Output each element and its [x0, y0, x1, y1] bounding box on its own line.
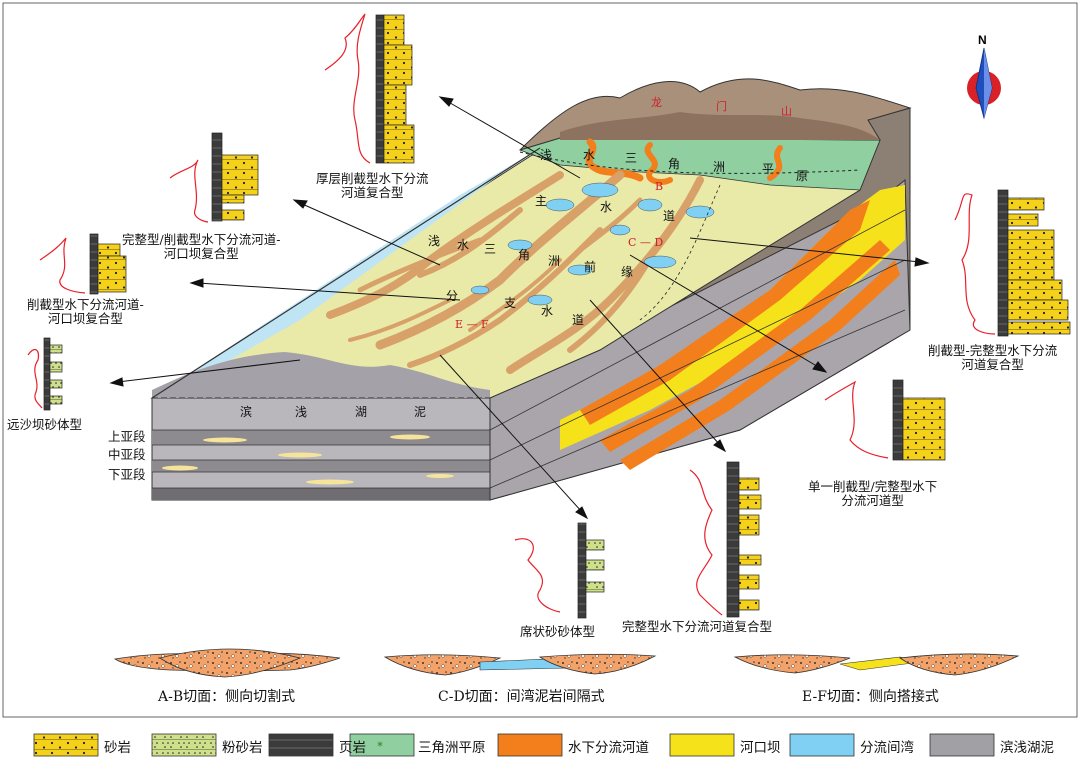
label-branch-3: 水: [541, 304, 554, 318]
legend-label-bay: 分流间湾: [860, 740, 914, 756]
log-truncated-complete: [997, 189, 1071, 337]
log-thick-truncated: [375, 14, 415, 164]
legend-swatch-bar: [669, 733, 735, 757]
north-arrow-icon: [967, 47, 1001, 120]
label-front-2: 水: [457, 238, 470, 252]
north-label: N: [978, 33, 987, 47]
log-complete-truncated: [211, 132, 259, 222]
label-mud-3: 湖: [355, 405, 368, 419]
label-plain-7: 原: [796, 169, 809, 183]
label-main-1: 主: [535, 194, 548, 208]
log-truncated-bar: [89, 233, 127, 295]
caption-section-ab: A-B切面：侧向切割式: [158, 689, 296, 705]
legend-label-siltstone: 粉砂岩: [222, 740, 263, 756]
label-mountain-3: 山: [781, 105, 792, 118]
label-branch-1: 分: [446, 289, 459, 303]
legend-swatch-mud: [929, 733, 995, 757]
label-front-3: 三: [484, 242, 497, 256]
log-single-channel: [892, 379, 946, 461]
label-complete-channel: 完整型水下分流河道复合型: [622, 619, 773, 634]
legend-label-shale: 页岩: [339, 740, 366, 756]
label-mat-sand: 席状砂砂体型: [520, 624, 596, 639]
label-point-ef: E — F: [455, 318, 489, 331]
label-front-5: 洲: [548, 254, 561, 268]
label-mud-1: 滨: [240, 405, 253, 419]
label-front-6: 前: [584, 260, 597, 274]
legend-label-sandstone: 砂岩: [104, 740, 131, 756]
legend-label-mud: 滨浅湖泥: [1000, 740, 1054, 756]
label-main-3: 道: [663, 209, 676, 223]
label-point-b: B: [655, 180, 664, 193]
label-plain-6: 平: [762, 162, 775, 176]
label-upper-member: 上亚段: [108, 429, 146, 444]
legend-swatch-channel: [497, 733, 563, 757]
label-front-1: 浅: [428, 234, 441, 248]
legend-swatch-bay: [789, 733, 855, 757]
label-main-2: 水: [600, 200, 613, 214]
legend-label-channel: 水下分流河道: [568, 740, 649, 756]
label-mud-4: 泥: [414, 405, 427, 419]
legend-swatch-delta-plain: [349, 733, 415, 757]
log-complete-channel: [726, 461, 762, 618]
legend-label-delta-plain: 三角洲平原: [418, 740, 486, 756]
label-truncated-complete: 削截型-完整型水下分流 河道复合型: [928, 343, 1058, 372]
label-plain-2: 水: [583, 148, 596, 162]
section-ab: [113, 648, 341, 678]
legend-swatch-siltstone: [151, 733, 217, 757]
label-plain-5: 洲: [713, 160, 726, 174]
log-mat-sand: [577, 522, 605, 619]
label-plain-4: 角: [668, 157, 681, 171]
label-single-channel: 单一削截型/完整型水下 分流河道型: [808, 479, 938, 508]
label-front-7: 缘: [621, 265, 634, 279]
legend-plain-glyph-icon: *: [377, 740, 383, 753]
label-middle-member: 中亚段: [108, 447, 146, 462]
label-branch-2: 支: [504, 296, 517, 310]
label-branch-4: 道: [572, 313, 585, 327]
label-distal-bar: 远沙坝砂体型: [7, 417, 83, 432]
caption-section-cd: C-D切面：间湾泥岩间隔式: [438, 689, 605, 705]
label-mud-2: 浅: [295, 405, 308, 419]
label-mountain-2: 门: [716, 100, 727, 113]
legend-swatch-sandstone: [33, 733, 99, 757]
label-thick-truncated: 厚层削截型水下分流 河道复合型: [316, 171, 429, 200]
legend-swatch-shale: [268, 733, 334, 757]
section-cd: [383, 653, 657, 676]
section-ef: [733, 653, 1020, 676]
label-lower-member: 下亚段: [108, 467, 146, 482]
label-plain-1: 浅: [540, 148, 553, 162]
label-truncated-bar: 削截型水下分流河道- 河口坝复合型: [27, 297, 144, 326]
label-point-cd: C — D: [628, 236, 664, 249]
label-plain-3: 三: [625, 151, 638, 165]
log-distal-bar: [43, 337, 63, 411]
label-front-4: 角: [518, 248, 531, 262]
legend-label-bar: 河口坝: [740, 740, 781, 756]
label-mountain-1: 龙: [651, 96, 662, 109]
legend-swatches: [33, 733, 995, 757]
caption-section-ef: E-F切面：侧向搭接式: [802, 689, 939, 705]
label-complete-truncated: 完整型/削截型水下分流河道- 河口坝复合型: [122, 232, 281, 261]
